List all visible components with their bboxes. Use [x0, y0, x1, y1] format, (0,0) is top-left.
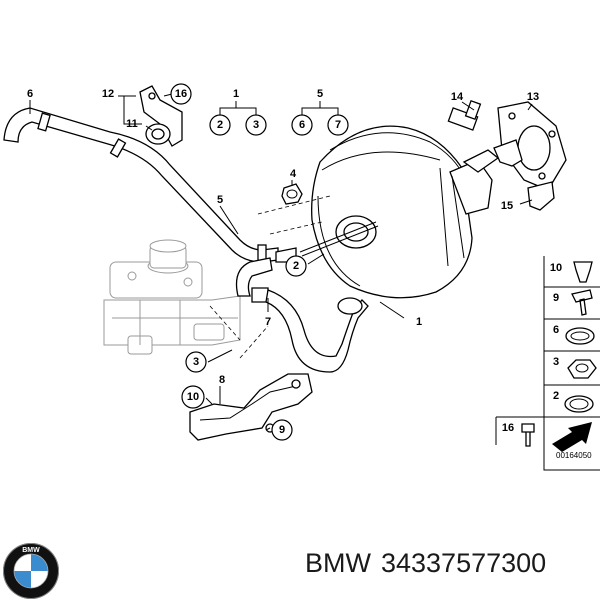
bracket-15: [493, 139, 555, 211]
master-cylinder-reference: [103, 239, 241, 355]
callout-8: 8: [219, 374, 225, 386]
legend-label-3: 3: [553, 356, 559, 368]
callout-15: 15: [501, 200, 513, 212]
callout-7-group: 7: [335, 119, 341, 131]
brake-booster: [299, 125, 500, 299]
legend-screw-9: [571, 289, 593, 316]
legend-seal-ring-2: [564, 395, 594, 413]
callout-6-group: 6: [299, 119, 305, 131]
legend-clamp-6: [565, 327, 595, 345]
callout-4: 4: [290, 168, 297, 180]
callout-3: 3: [193, 356, 199, 368]
leader-lines: [29, 93, 533, 431]
legend-label-10: 10: [550, 262, 562, 274]
callout-2-group: 2: [217, 119, 223, 131]
callout-12: 12: [102, 88, 114, 100]
part-number: 34337577300: [380, 548, 547, 578]
callout-6: 6: [27, 88, 33, 100]
callout-1-group: 1: [233, 88, 239, 100]
hose-clip-and-bracket: [139, 85, 183, 147]
callout-13: 13: [527, 91, 539, 103]
drawing-number: 00164050: [556, 451, 592, 460]
nut-4: [281, 183, 303, 205]
vacuum-line-check-valve: [235, 257, 369, 373]
callout-5: 5: [217, 194, 223, 206]
heat-shield-8: [189, 373, 313, 441]
callout-7: 7: [265, 316, 271, 328]
legend-label-16: 16: [502, 422, 514, 434]
callout-2: 2: [293, 260, 299, 272]
legend-rivet-10: [573, 261, 593, 283]
legend-bolt-16: [521, 423, 535, 447]
brand-name: BMW: [305, 548, 371, 578]
bmw-logo: BMW: [3, 543, 59, 599]
bolt-14: [447, 99, 482, 131]
navigation-arrow-icon: [552, 422, 592, 452]
vacuum-hose: [3, 107, 297, 264]
part-caption: BMW 34337577300: [305, 548, 556, 579]
callout-9: 9: [279, 424, 285, 436]
callout-1: 1: [416, 316, 422, 328]
callout-3-group: 3: [253, 119, 259, 131]
logo-lettering: BMW: [22, 547, 40, 554]
callout-16: 16: [175, 88, 187, 100]
legend-label-9: 9: [553, 292, 559, 304]
callout-5-group: 5: [317, 88, 323, 100]
legend-label-2: 2: [553, 390, 559, 402]
callout-14: 14: [451, 91, 464, 103]
legend-label-6: 6: [553, 324, 559, 336]
mounting-gasket: [497, 101, 567, 191]
callout-11: 11: [126, 118, 138, 130]
legend-nut-3: [567, 359, 597, 379]
callout-labels: 6 12 11 16 1 2 3 5 6 7 14 13 15 4 5 2 7 …: [27, 83, 539, 441]
leader-reference-lines: [209, 195, 331, 359]
parts-legend: 10 9 6 3 2 16 00164050: [495, 256, 600, 471]
callout-10: 10: [187, 391, 199, 403]
